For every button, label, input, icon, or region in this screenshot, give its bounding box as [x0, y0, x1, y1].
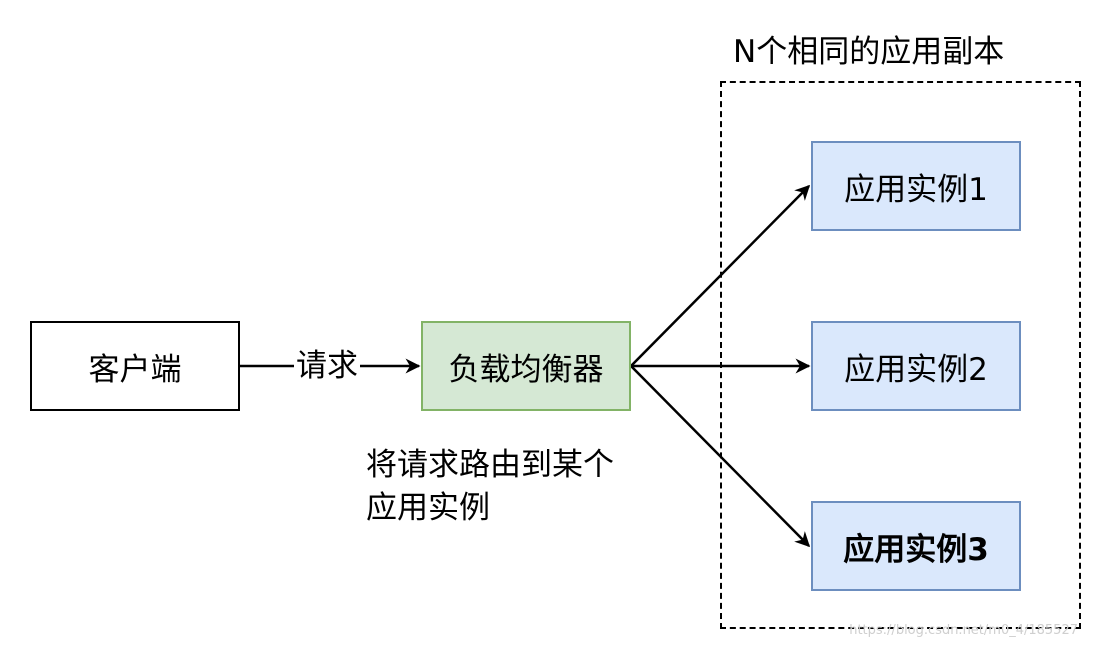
watermark-text: https://blog.csdn.net/m0_4/185527: [849, 623, 1078, 638]
instance-node-3-label: 应用实例3: [843, 531, 989, 568]
load-balancer-node: 负载均衡器: [421, 321, 631, 411]
replica-group-container: [720, 81, 1081, 629]
client-node-label: 客户端: [88, 351, 182, 388]
client-node: 客户端: [30, 321, 240, 411]
routing-note: 将请求路由到某个 应用实例: [366, 444, 614, 530]
routing-note-line2: 应用实例: [366, 490, 490, 526]
instance-node-1: 应用实例1: [811, 141, 1021, 231]
request-edge-label: 请求: [294, 345, 360, 387]
instance-node-1-label: 应用实例1: [844, 171, 988, 208]
replica-group-label: N个相同的应用副本: [733, 34, 1005, 70]
load-balancer-node-label: 负载均衡器: [448, 351, 604, 388]
instance-node-2-label: 应用实例2: [844, 351, 988, 388]
instance-node-3: 应用实例3: [811, 501, 1021, 591]
routing-note-line1: 将请求路由到某个: [366, 447, 614, 483]
instance-node-2: 应用实例2: [811, 321, 1021, 411]
